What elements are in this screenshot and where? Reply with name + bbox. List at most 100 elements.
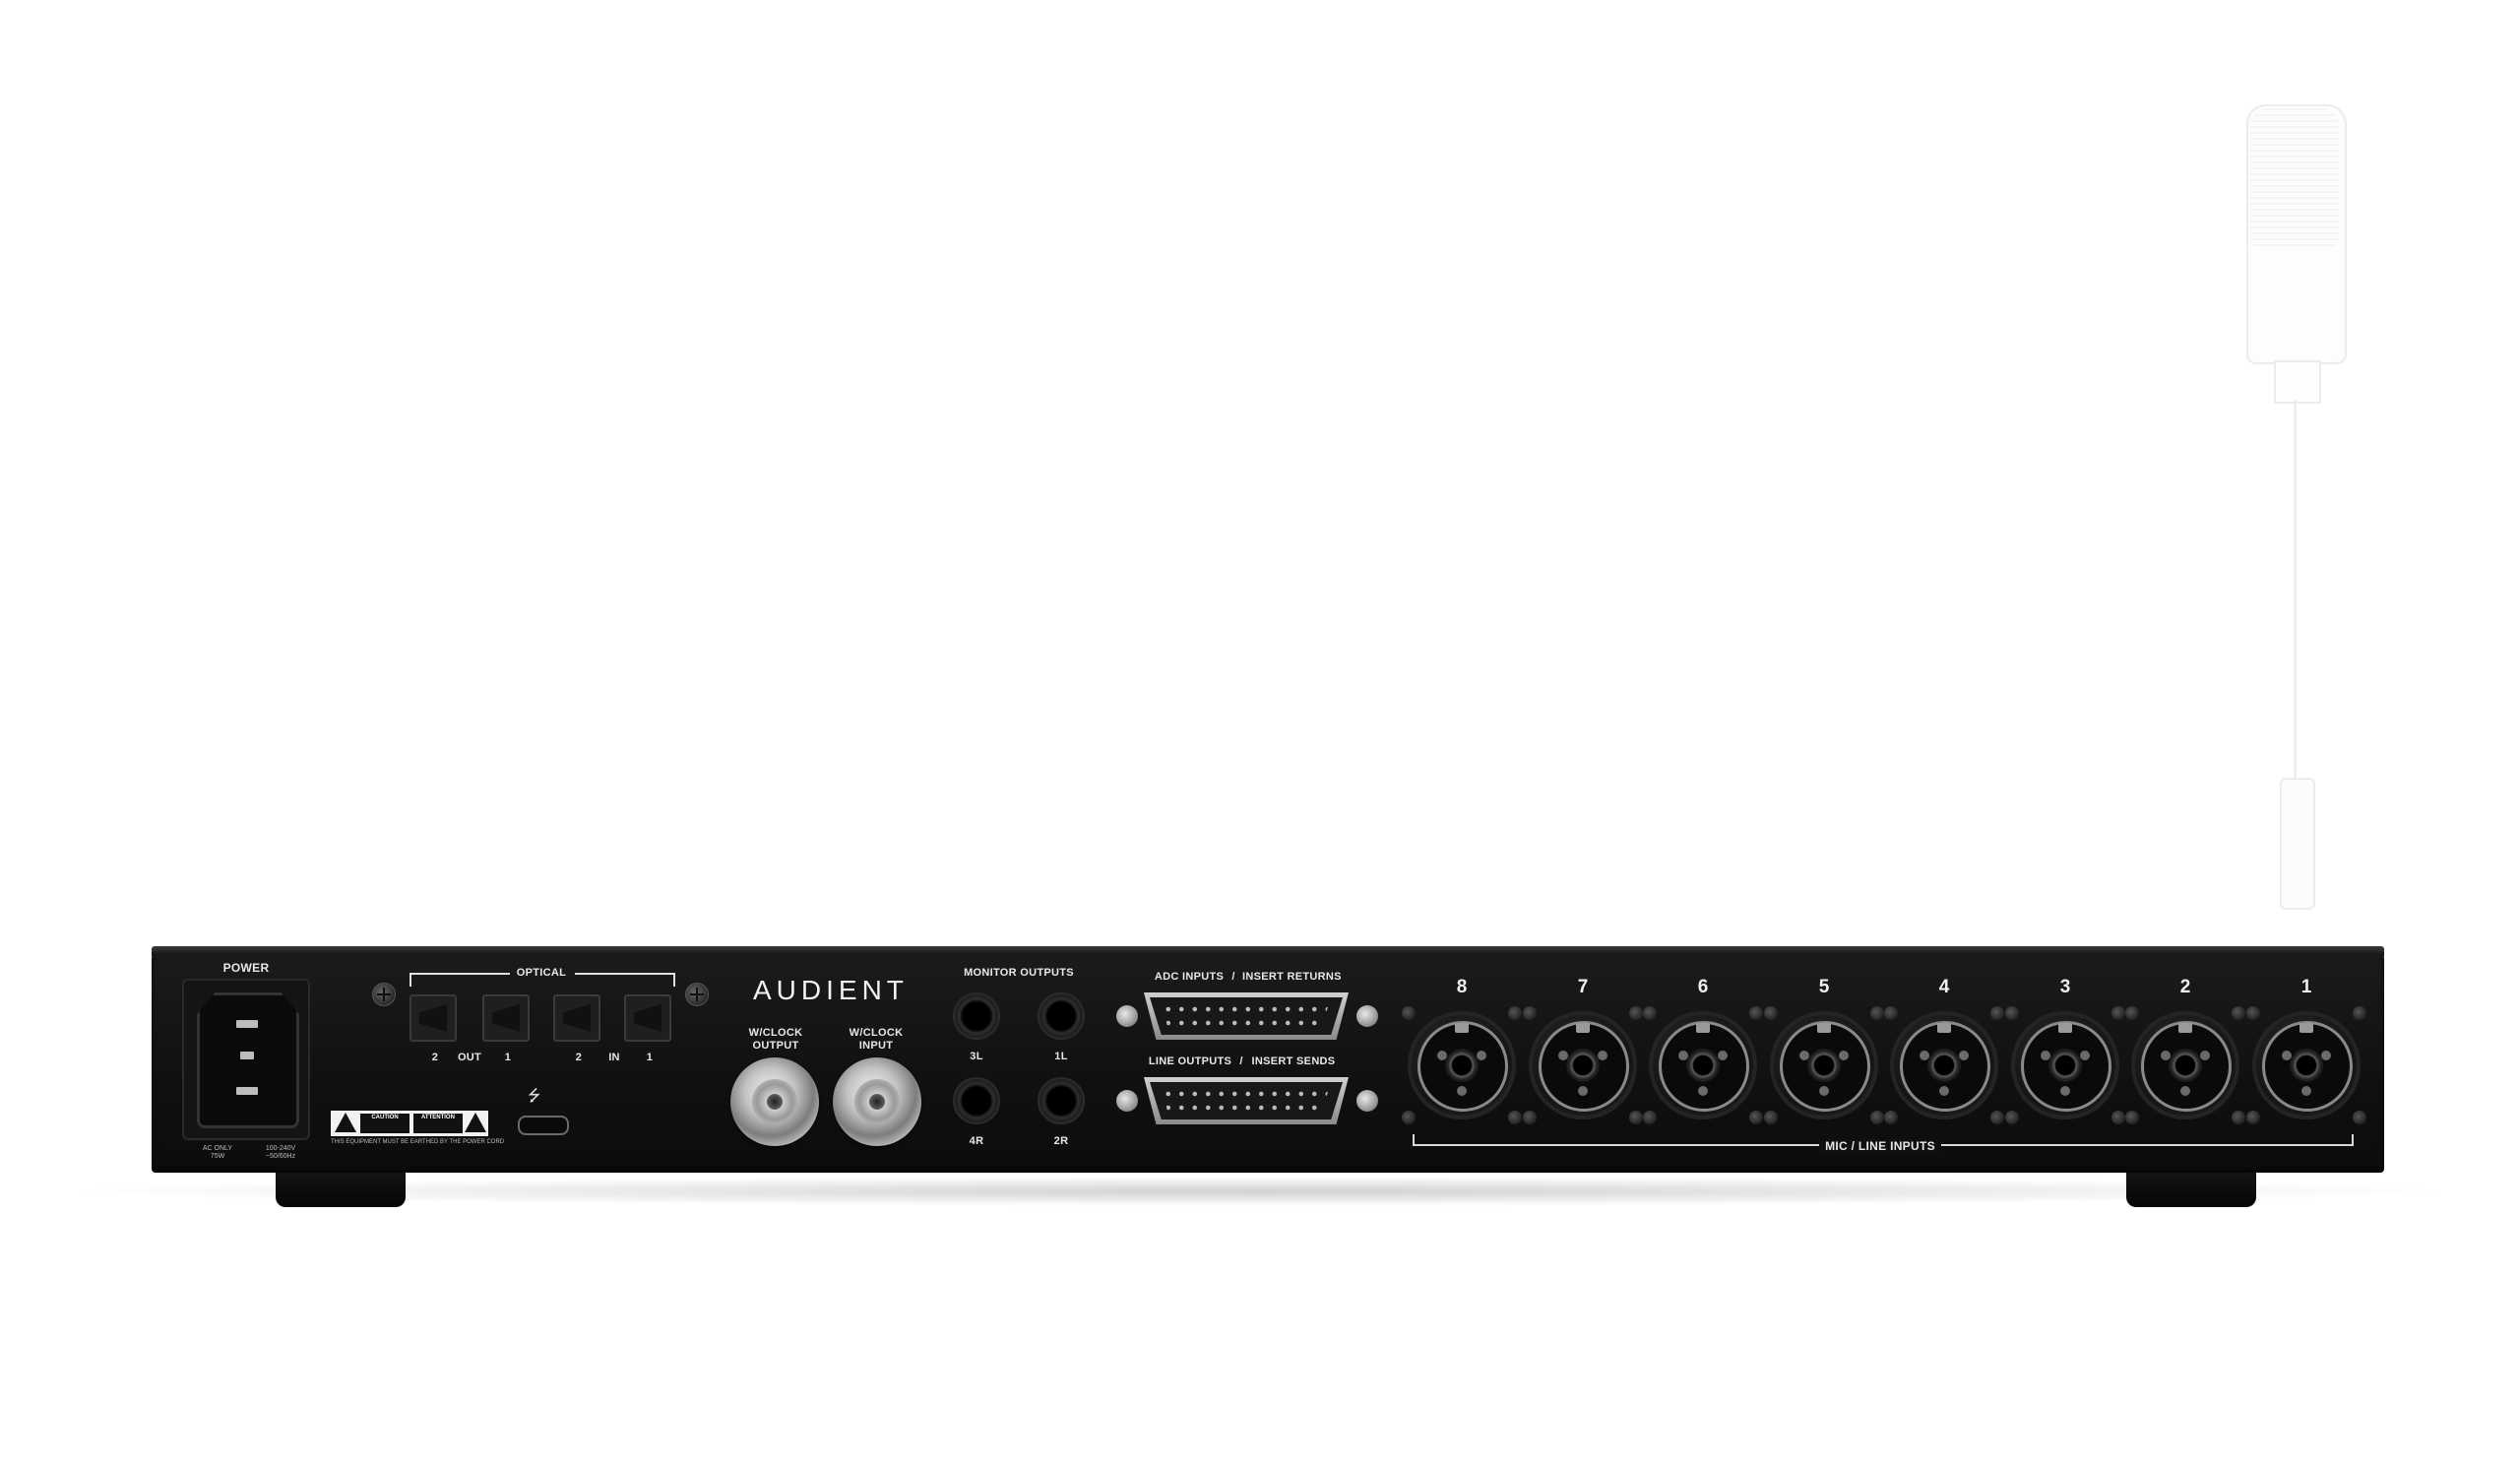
xlr-pin <box>1718 1051 1728 1060</box>
channel-number-label: 8 <box>1456 977 1468 997</box>
xlr-ring <box>2021 1021 2111 1112</box>
bnc-core <box>869 1094 885 1110</box>
dsub-adc-inputs-connector[interactable] <box>1144 992 1349 1040</box>
channel-number-label: 3 <box>2059 977 2071 997</box>
xlr-mount-screw <box>1523 1006 1537 1020</box>
channel-number-label: 4 <box>1938 977 1950 997</box>
earth-notice: THIS EQUIPMENT MUST BE EARTHED BY THE PO… <box>331 1139 505 1145</box>
monitor-jack-3l[interactable] <box>953 992 1000 1040</box>
power-pin <box>240 1052 254 1059</box>
jack-hole <box>1686 1049 1720 1082</box>
attention-box: ATTENTION <box>413 1114 463 1133</box>
adc-inputs-label: ADC INPUTS <box>1154 971 1225 983</box>
channel-number-label: 6 <box>1697 977 1709 997</box>
xlr-pin <box>1678 1051 1688 1060</box>
xlr-combo-input-7[interactable] <box>1529 1011 1637 1119</box>
microphone-grille <box>2250 108 2339 246</box>
xlr-pin <box>1799 1051 1809 1060</box>
xlr-combo-input-2[interactable] <box>2131 1011 2239 1119</box>
usb-c-port[interactable] <box>518 1116 569 1135</box>
xlr-mount-screw <box>1870 1006 1884 1020</box>
dsub-line-outputs-connector[interactable] <box>1144 1077 1349 1124</box>
jack-hole <box>2048 1049 2082 1082</box>
wordclock-input-label: W/CLOCK INPUT <box>849 1027 904 1052</box>
dsub-thumbscrew <box>1356 1090 1378 1112</box>
xlr-mount-screw <box>2111 1006 2125 1020</box>
monitor-jack-4r[interactable] <box>953 1077 1000 1124</box>
monitor-jack-label: 1L <box>1054 1051 1068 1062</box>
xlr-pin <box>1698 1086 1708 1096</box>
power-pin <box>236 1087 258 1095</box>
optical-out-2-port[interactable] <box>410 994 457 1042</box>
monitor-jack-1l[interactable] <box>1038 992 1085 1040</box>
wordclock-output-bnc[interactable] <box>730 1057 819 1146</box>
panel-screw <box>372 983 396 1006</box>
optical-in-1-port[interactable] <box>624 994 671 1042</box>
xlr-pin <box>2161 1051 2171 1060</box>
optical-port-label: 1 <box>646 1052 654 1063</box>
warning-triangle-icon <box>465 1113 486 1132</box>
iec-power-inlet[interactable] <box>197 992 299 1128</box>
monitor-jack-2r[interactable] <box>1038 1077 1085 1124</box>
xlr-mount-screw <box>2232 1006 2245 1020</box>
wordclock-input-bnc[interactable] <box>833 1057 921 1146</box>
dsub-thumbscrew <box>1116 1005 1138 1027</box>
dsub-thumbscrew <box>1356 1005 1378 1027</box>
xlr-mount-screw <box>1870 1111 1884 1124</box>
xlr-combo-input-3[interactable] <box>2011 1011 2119 1119</box>
xlr-pin <box>2180 1086 2190 1096</box>
xlr-latch <box>1817 1023 1831 1033</box>
optical-bracket-right <box>575 973 675 987</box>
xlr-latch <box>1696 1023 1710 1033</box>
xlr-combo-input-8[interactable] <box>1408 1011 1516 1119</box>
xlr-mount-screw <box>2246 1111 2260 1124</box>
monitor-jack-label: 2R <box>1053 1135 1069 1147</box>
optical-port-label: OUT <box>457 1052 482 1063</box>
wordclock-output-label: W/CLOCK OUTPUT <box>748 1027 803 1052</box>
xlr-combo-input-4[interactable] <box>1890 1011 1998 1119</box>
channel-number-label: 1 <box>2300 977 2312 997</box>
jack-hole <box>1445 1049 1479 1082</box>
xlr-mount-screw <box>1749 1111 1763 1124</box>
xlr-mount-screw <box>2353 1006 2366 1020</box>
xlr-mount-screw <box>1643 1006 1657 1020</box>
usb-icon: ⭍ <box>528 1088 541 1105</box>
xlr-mount-screw <box>1508 1111 1522 1124</box>
dsub-thumbscrew <box>1116 1090 1138 1112</box>
xlr-pin <box>1477 1051 1486 1060</box>
mic-line-inputs-label: MIC / LINE INPUTS <box>1819 1139 1941 1153</box>
optical-in-2-port[interactable] <box>553 994 600 1042</box>
xlr-pin <box>1457 1086 1467 1096</box>
chassis-top-edge <box>152 946 2384 956</box>
label-separator: / <box>1231 971 1235 983</box>
xlr-pin <box>1558 1051 1568 1060</box>
xlr-combo-input-5[interactable] <box>1770 1011 1878 1119</box>
xlr-mount-screw <box>2246 1006 2260 1020</box>
xlr-mount-screw <box>1508 1006 1522 1020</box>
xlr-combo-input-6[interactable] <box>1649 1011 1757 1119</box>
xlr-pin <box>2321 1051 2331 1060</box>
xlr-mount-screw <box>1884 1111 1898 1124</box>
xlr-mount-screw <box>2005 1111 2019 1124</box>
xlr-mount-screw <box>2125 1111 2139 1124</box>
optical-out-1-port[interactable] <box>482 994 530 1042</box>
jack-hole <box>2169 1049 2202 1082</box>
xlr-pin <box>1437 1051 1447 1060</box>
xlr-pin <box>2282 1051 2292 1060</box>
insert-returns-label: INSERT RETURNS <box>1242 971 1342 983</box>
optical-port-label: IN <box>608 1052 620 1063</box>
xlr-pin <box>1939 1086 1949 1096</box>
xlr-latch <box>2300 1023 2313 1033</box>
insert-sends-label: INSERT SENDS <box>1251 1055 1336 1067</box>
warning-label: CAUTION ATTENTION <box>331 1111 488 1136</box>
unit-shadow <box>59 1177 2461 1206</box>
microphone-cable <box>2294 400 2297 779</box>
xlr-latch <box>2178 1023 2192 1033</box>
xlr-combo-input-1[interactable] <box>2252 1011 2361 1119</box>
microphone-neck <box>2274 360 2321 404</box>
xlr-mount-screw <box>1764 1006 1778 1020</box>
xlr-mount-screw <box>2353 1111 2366 1124</box>
xlr-latch <box>1455 1023 1469 1033</box>
power-rating-right: 100-240V ~50/60Hz <box>265 1145 296 1160</box>
